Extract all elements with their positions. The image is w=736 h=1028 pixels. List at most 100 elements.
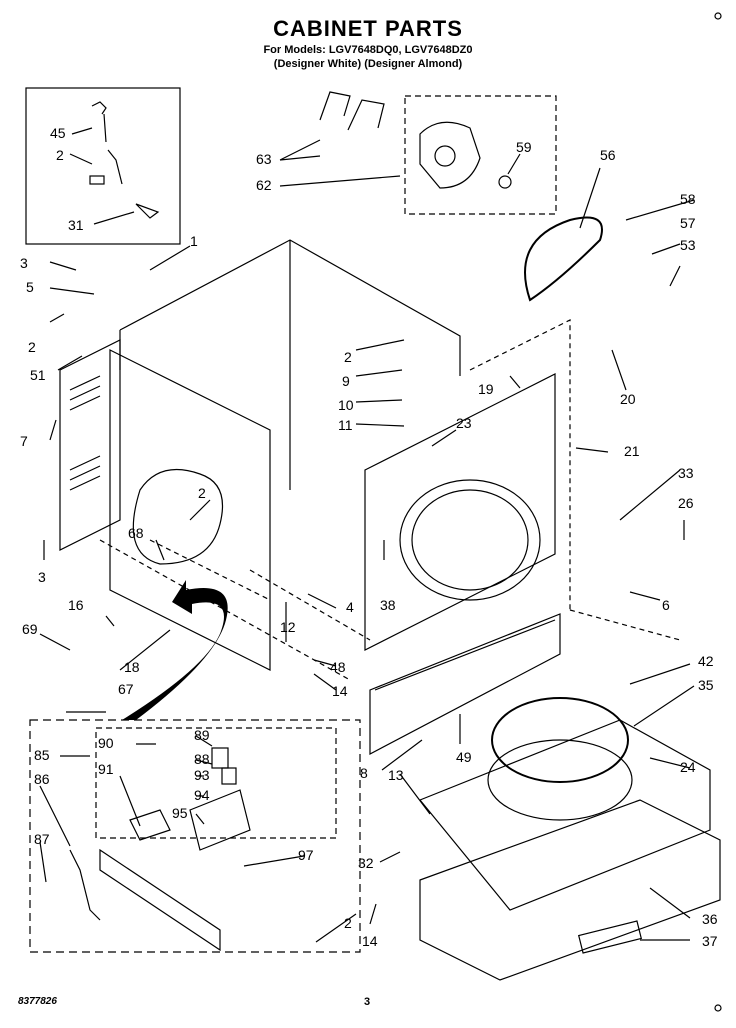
callout-3: 3 [38,569,46,585]
foot-panel [577,920,643,954]
callout-32: 32 [358,855,374,871]
pulley [498,175,512,189]
callout-36: 36 [702,911,718,927]
callout-31: 31 [68,217,84,233]
front-panel [364,373,556,651]
callout-12: 12 [280,619,296,635]
callout-24: 24 [680,759,696,775]
door-opening [399,479,541,601]
detail-inset [132,468,224,565]
callout-63: 63 [256,151,272,167]
callout-95: 95 [172,805,188,821]
callout-9: 9 [342,373,350,389]
models-line: For Models: LGV7648DQ0, LGV7648DZ0 [263,44,473,56]
screw [89,175,105,185]
callout-37: 37 [702,933,718,949]
callout-48: 48 [330,659,346,675]
burner-tube [99,848,221,952]
callout-53: 53 [680,237,696,253]
callout-14: 14 [362,933,378,949]
side-panel [59,339,121,551]
callout-2: 2 [56,147,64,163]
callout-62: 62 [256,177,272,193]
callout-16: 16 [68,597,84,613]
callout-33: 33 [678,465,694,481]
callout-10: 10 [338,397,354,413]
callout-1: 1 [190,233,198,249]
base-top [419,719,711,911]
callout-85: 85 [34,747,50,763]
callout-94: 94 [194,787,210,803]
callout-68: 68 [128,525,144,541]
callout-88: 88 [194,751,210,767]
callout-3: 3 [20,255,28,271]
gas-valve [189,789,251,851]
callout-20: 20 [620,391,636,407]
callout-18: 18 [124,659,140,675]
callout-5: 5 [26,279,34,295]
motor-hub [434,145,456,167]
callout-21: 21 [624,443,640,459]
exhaust-duct [122,580,228,720]
callout-35: 35 [698,677,714,693]
callout-91: 91 [98,761,114,777]
inset-box [25,87,181,245]
callout-14: 14 [332,683,348,699]
callout-38: 38 [380,597,396,613]
page-title: CABINET PARTS [273,16,463,41]
drum-seal [491,697,629,783]
callout-45: 45 [50,125,66,141]
callout-67: 67 [118,681,134,697]
callout-69: 69 [22,621,38,637]
callout-86: 86 [34,771,50,787]
callout-4: 4 [346,599,354,615]
drive-belt [524,216,603,302]
callout-26: 26 [678,495,694,511]
callout-11: 11 [338,417,353,433]
cabinet-side-panel [109,349,271,671]
corner-mark [714,12,722,20]
motor [419,121,481,189]
callout-42: 42 [698,653,714,669]
drum-opening [487,739,633,821]
callout-19: 19 [478,381,494,397]
wire-harness [91,101,123,185]
callout-89: 89 [194,727,210,743]
callout-2: 2 [344,349,352,365]
callout-2: 2 [344,915,352,931]
clip [135,203,160,219]
callout-58: 58 [680,191,696,207]
callout-2: 2 [28,339,36,355]
side-vents [69,375,101,491]
toe-panel [369,613,561,755]
leader-lines [39,127,695,943]
callout-13: 13 [388,767,404,783]
door-opening-inner [411,489,529,591]
colors-line: (Designer White) (Designer Almond) [273,58,463,70]
valve-bracket [129,809,171,841]
callout-93: 93 [194,767,210,783]
valve-box [95,727,337,839]
callout-49: 49 [456,749,472,765]
callout-56: 56 [600,147,616,163]
callout-97: 97 [298,847,314,863]
callout-59: 59 [516,139,532,155]
callout-7: 7 [20,433,28,449]
motor-box [404,95,557,215]
coil [211,747,229,769]
panel-outline [469,319,681,641]
callout-90: 90 [98,735,114,751]
burner-box [29,719,361,953]
cabinet-base [419,799,721,981]
callout-57: 57 [680,215,696,231]
corner-mark [714,1004,722,1012]
callout-labels: 45 2 31 1 3 5 2 51 7 3 63 62 59 56 58 57… [20,125,718,949]
callout-6: 6 [662,597,670,613]
part-number: 8377826 [18,996,57,1007]
callout-8: 8 [360,765,368,781]
callout-87: 87 [34,831,50,847]
callout-2: 2 [198,485,206,501]
callout-23: 23 [456,415,472,431]
